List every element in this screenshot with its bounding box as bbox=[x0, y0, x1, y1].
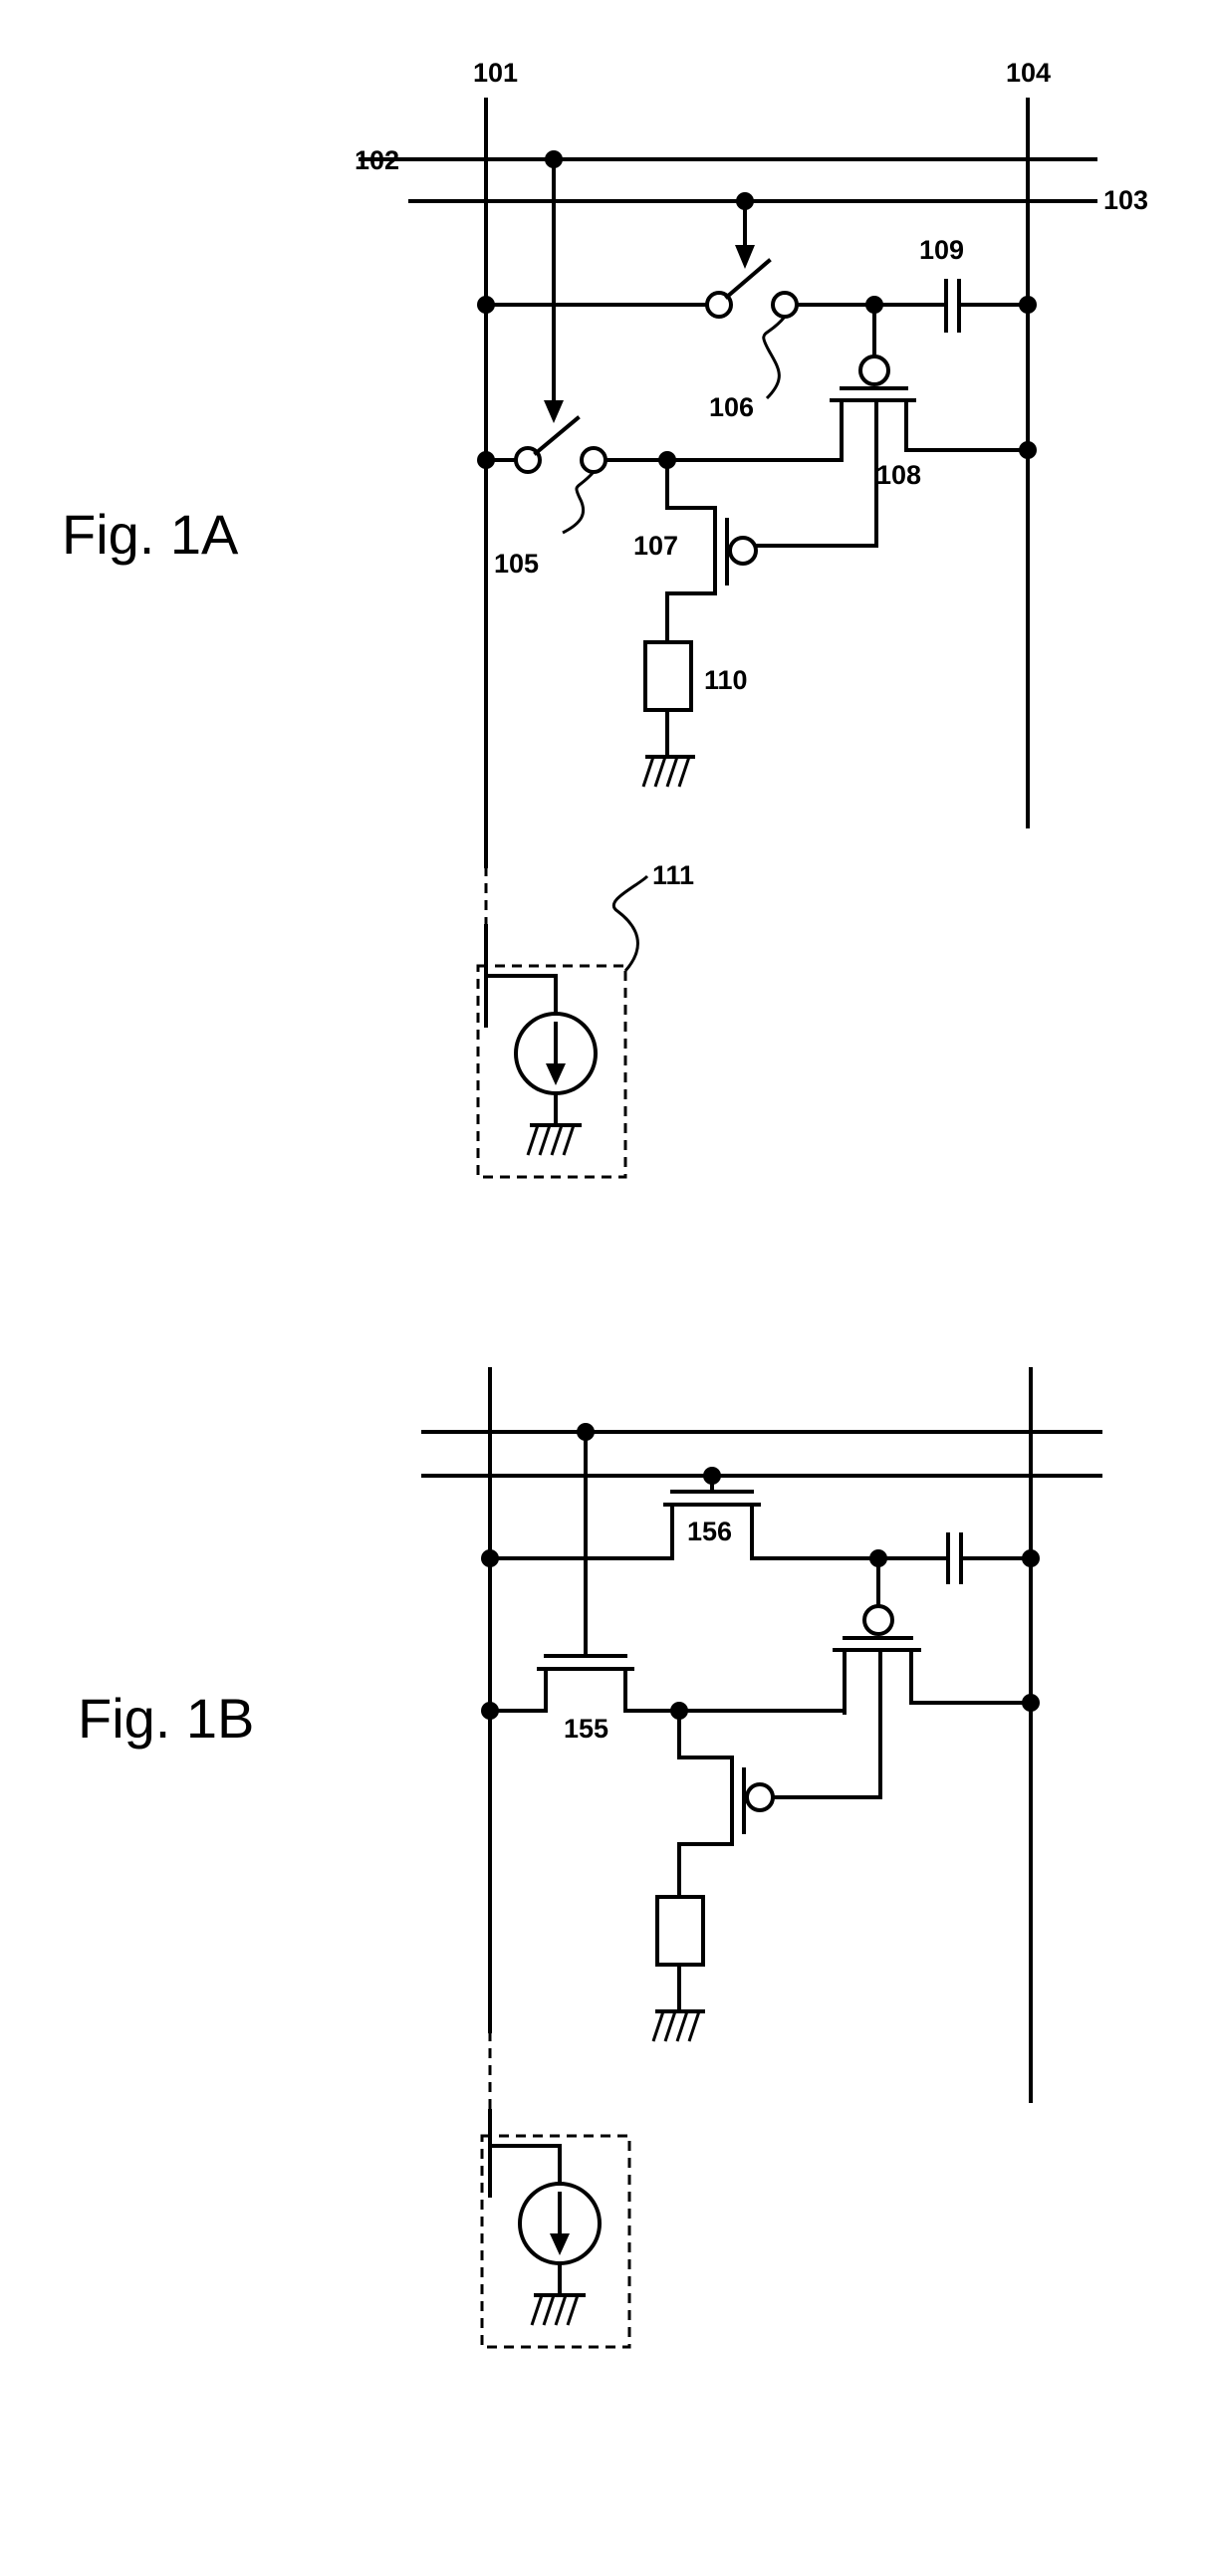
label-103: 103 bbox=[1103, 185, 1148, 215]
label-111: 111 bbox=[652, 860, 694, 890]
label-109: 109 bbox=[919, 235, 964, 265]
label-105: 105 bbox=[494, 549, 539, 579]
label-107: 107 bbox=[633, 531, 678, 561]
figure-caption-1b: Fig. 1B bbox=[78, 1687, 254, 1750]
label-156: 156 bbox=[687, 1517, 732, 1546]
label-155: 155 bbox=[564, 1714, 608, 1744]
fig-1a-circuit: 101 104 102 103 109 106 108 105 107 110 … bbox=[355, 58, 1148, 1177]
label-106: 106 bbox=[709, 392, 754, 422]
label-110: 110 bbox=[704, 665, 748, 695]
fig-1b-circuit: 156 155 bbox=[423, 1369, 1100, 2347]
label-102: 102 bbox=[355, 145, 399, 175]
label-104: 104 bbox=[1006, 58, 1051, 88]
label-108: 108 bbox=[876, 460, 921, 490]
figure-caption-1a: Fig. 1A bbox=[62, 503, 239, 566]
label-101: 101 bbox=[473, 58, 518, 88]
